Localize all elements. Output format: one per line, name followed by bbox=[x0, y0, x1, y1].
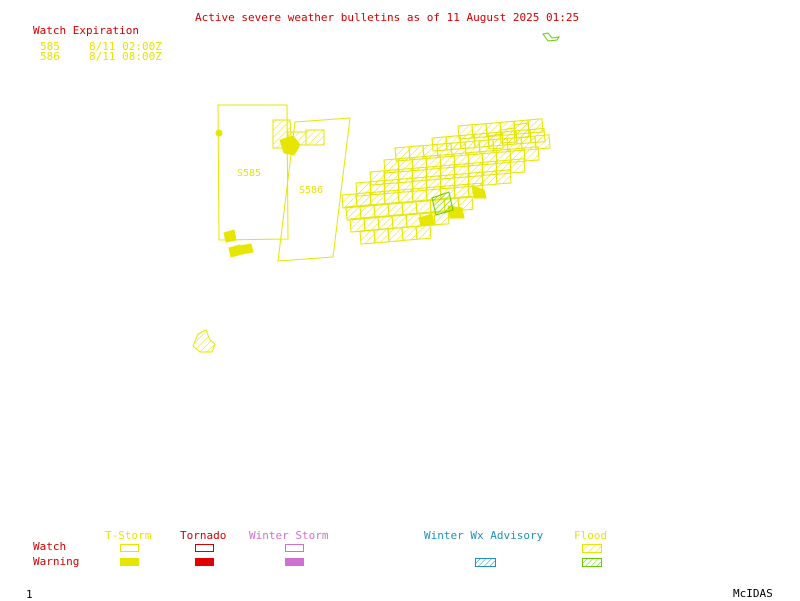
watch-585-outline bbox=[217, 104, 289, 241]
flood-county-cell bbox=[419, 211, 436, 227]
flood-county-cell bbox=[415, 224, 432, 240]
flood-county-cell bbox=[487, 133, 504, 150]
flood-county-cell bbox=[349, 217, 366, 233]
legend-swatch-winter-storm-warning bbox=[285, 558, 304, 566]
legend-label-flood: Flood bbox=[574, 529, 608, 542]
watch-expiration-id: 585 bbox=[40, 40, 60, 53]
watch-expiration-time: 8/11 02:00Z bbox=[89, 40, 162, 53]
tstorm-warnings bbox=[215, 129, 487, 258]
legend-label-winter-advisory: Winter Wx Advisory bbox=[424, 529, 544, 542]
legend-swatch-flood-watch bbox=[582, 544, 602, 553]
flood-county-cell bbox=[534, 134, 551, 150]
flood-area-east bbox=[341, 118, 551, 245]
flood-area-southwest bbox=[192, 329, 216, 353]
flood-county-cell bbox=[377, 214, 394, 231]
legend-row-watch: Watch bbox=[33, 540, 67, 553]
flood-county-cell bbox=[401, 225, 418, 241]
flood-warning-green bbox=[431, 191, 454, 216]
flood-county-cell bbox=[405, 212, 422, 228]
flood-county-cell bbox=[481, 170, 498, 186]
watch-expiration-time: 8/11 08:00Z bbox=[89, 50, 162, 63]
legend-swatch-flood-warning bbox=[582, 558, 602, 567]
legend-label-tornado: Tornado bbox=[180, 529, 227, 542]
watch-expiration-heading: Watch Expiration bbox=[33, 24, 139, 37]
watch-586-label: S586 bbox=[299, 185, 323, 196]
frame-number: 1 bbox=[26, 588, 33, 601]
legend-swatch-tornado-warning bbox=[195, 558, 214, 566]
watch-585-label: S585 bbox=[237, 168, 261, 179]
mcidas-brand: McIDAS bbox=[733, 587, 773, 600]
bulletin-title: Active severe weather bulletins as of 11… bbox=[195, 11, 580, 24]
legend-swatch-tstorm-watch bbox=[120, 544, 139, 552]
flood-county-cell bbox=[513, 122, 530, 139]
watch-expiration-id: 586 bbox=[40, 50, 60, 63]
legend-swatch-winter-storm-watch bbox=[285, 544, 304, 552]
flood-county-cell bbox=[523, 146, 540, 162]
legend-label-winter-storm: Winter Storm bbox=[249, 529, 329, 542]
legend-swatch-tstorm-warning bbox=[120, 558, 139, 566]
flood-county-cell bbox=[391, 213, 408, 229]
flood-county-cell bbox=[467, 182, 484, 198]
flood-county-cell bbox=[457, 195, 474, 211]
flood-county-cell bbox=[373, 228, 390, 244]
flood-county-cell bbox=[359, 229, 376, 245]
legend-swatch-tornado-watch bbox=[195, 544, 214, 552]
legend-label-tstorm: T-Storm bbox=[105, 529, 152, 542]
flood-county-cell bbox=[363, 216, 380, 232]
legend-swatch-winter-advisory-warning bbox=[475, 558, 496, 567]
legend-row-warning: Warning bbox=[33, 555, 80, 568]
flood-warning-marker bbox=[542, 32, 561, 42]
flood-county-cell bbox=[509, 158, 526, 174]
watch-586-outline bbox=[277, 117, 351, 262]
flood-county-cell bbox=[387, 226, 404, 243]
flood-county-cell bbox=[495, 169, 512, 185]
